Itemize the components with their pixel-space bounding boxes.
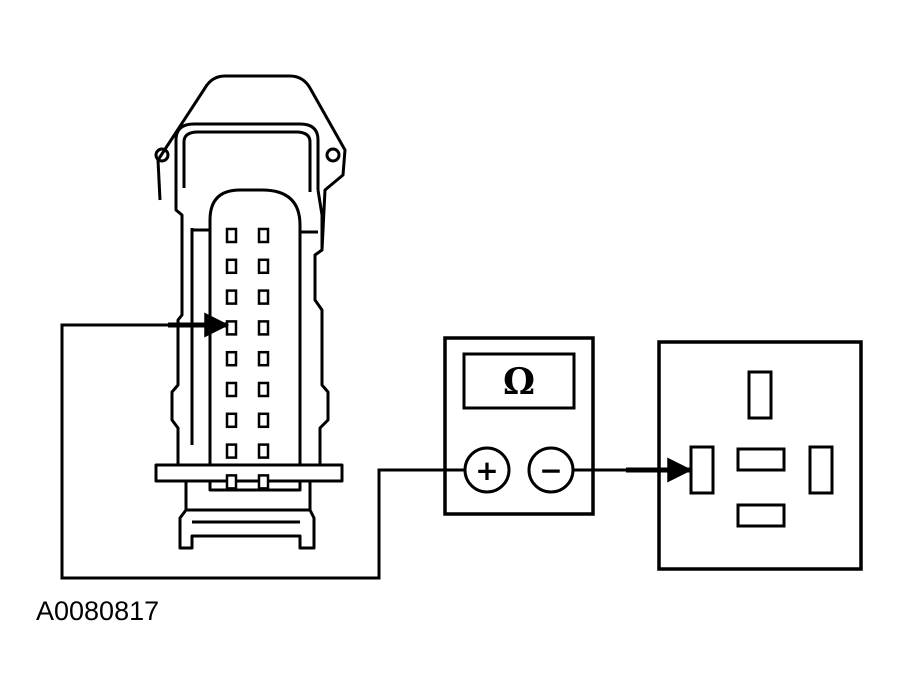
pin-cavity	[257, 350, 270, 367]
relay-terminal-left	[689, 445, 715, 495]
connector-left-lug	[154, 147, 170, 163]
relay-socket	[657, 340, 863, 571]
connector-right-contour	[313, 189, 330, 465]
pin-cavity	[257, 320, 270, 336]
pin-cavity	[225, 381, 238, 398]
pin-cavity	[225, 474, 238, 490]
pin-cavity	[257, 258, 270, 275]
pin-cavity	[257, 227, 270, 244]
pin-cavity	[225, 350, 238, 367]
ohmmeter-display	[462, 352, 576, 410]
pin-cavity	[225, 320, 238, 336]
pin-cavity	[257, 443, 270, 459]
pin-cavity	[257, 474, 270, 490]
positive-test-lead	[60, 323, 465, 580]
connector-top-cap	[156, 74, 347, 251]
pin-cavity	[225, 412, 238, 429]
figure-id: A0080817	[36, 596, 159, 626]
connector-left-contour	[170, 185, 184, 465]
positive-terminal-label: +	[475, 454, 498, 487]
pin-cavity	[225, 443, 238, 459]
connector-right-lug	[325, 147, 341, 163]
pin-cavity	[225, 289, 238, 305]
relay-terminal-bottom	[736, 503, 786, 528]
relay-terminal-right	[808, 445, 834, 495]
connector-pin-carrier	[208, 188, 302, 492]
ohmmeter: Ω + −	[443, 336, 595, 516]
pin-cavity	[257, 381, 270, 398]
ohm-symbol: Ω	[503, 361, 535, 403]
connector	[154, 74, 347, 550]
connector-cap-inner	[174, 122, 320, 190]
pin-cavity	[225, 227, 238, 244]
connector-flange	[154, 463, 344, 483]
pin-cavities	[225, 227, 270, 490]
pin-cavity	[257, 289, 270, 305]
test-leads	[60, 312, 693, 580]
negative-terminal-label: −	[539, 454, 562, 487]
connector-cap-rim	[182, 130, 312, 192]
pin-cavity	[225, 258, 238, 275]
connector-lower-skirt	[184, 481, 312, 512]
relay-terminal-center	[736, 447, 786, 472]
connector-base	[178, 509, 316, 550]
pin-cavity	[257, 412, 270, 429]
relay-terminal-top	[747, 370, 773, 420]
